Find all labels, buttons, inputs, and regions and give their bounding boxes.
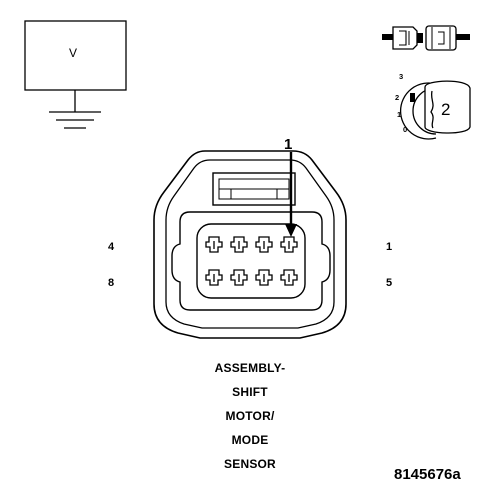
key-position-1: 1 xyxy=(397,110,401,119)
pin-1 xyxy=(280,236,298,253)
connector-face xyxy=(153,150,347,339)
key-position-2: 2 xyxy=(395,93,399,102)
terminal-block xyxy=(196,223,306,299)
key-number: 2 xyxy=(441,100,450,119)
caption-line-2: SHIFT xyxy=(232,385,268,399)
pin-label-8: 8 xyxy=(108,277,115,289)
caption-line-5: SENSOR xyxy=(224,457,276,471)
key-position-0: 0 xyxy=(403,125,407,134)
caption-line-4: MODE xyxy=(231,433,269,447)
pin-8 xyxy=(205,269,223,286)
pin-7 xyxy=(230,269,248,286)
pin-cavity-body xyxy=(171,211,331,311)
caption-line-3: MOTOR/ xyxy=(225,409,275,423)
pin-label-5: 5 xyxy=(386,277,393,289)
connector-outer-shell xyxy=(153,150,347,339)
callout-number: 1 xyxy=(284,136,292,153)
pin-terminals xyxy=(205,236,298,286)
pin-4 xyxy=(205,236,223,253)
ignition-key-icon xyxy=(399,80,471,140)
connector-lock-tab xyxy=(212,172,296,206)
pin-callout-arrow xyxy=(285,152,297,237)
connector-inner-shell xyxy=(165,159,335,329)
pin-3 xyxy=(230,236,248,253)
pin-label-1: 1 xyxy=(386,241,393,253)
connector-separation-icon xyxy=(382,25,470,51)
pin-6 xyxy=(255,269,273,286)
caption-line-1: ASSEMBLY- xyxy=(214,361,286,375)
voltmeter-symbol xyxy=(24,20,127,129)
pin-2 xyxy=(255,236,273,253)
pin-label-4: 4 xyxy=(108,241,115,253)
key-position-3: 3 xyxy=(399,72,403,81)
figure-id: 8145676a xyxy=(394,466,461,483)
pin-5 xyxy=(280,269,298,286)
meter-label: V xyxy=(69,46,78,60)
